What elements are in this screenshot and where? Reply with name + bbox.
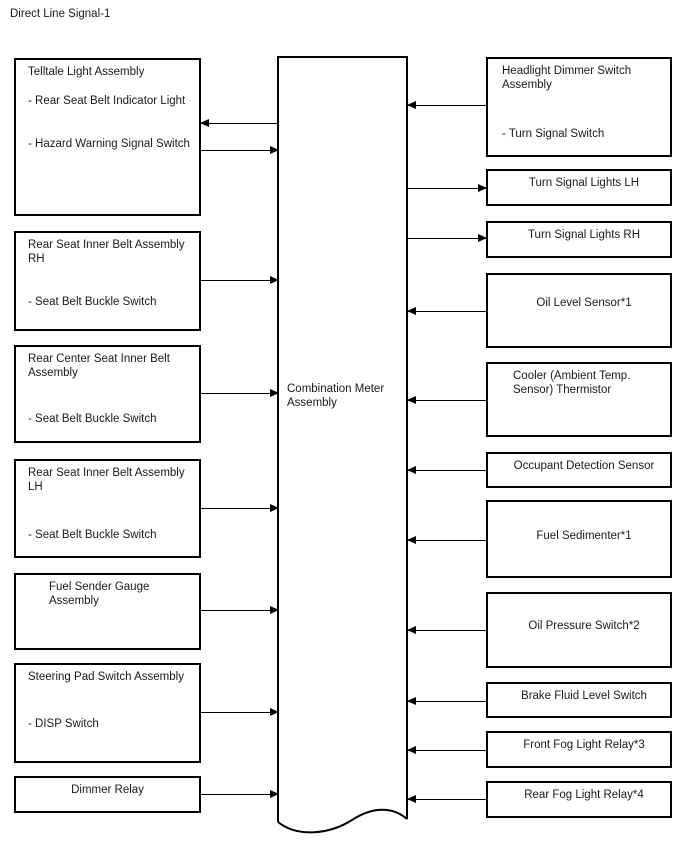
arrow-steering-pad-to-meter [201, 708, 279, 716]
node-title: Steering Pad Switch Assembly [28, 671, 184, 683]
node-title: Rear Fog Light Relay*4 [524, 789, 644, 801]
node-oil-pressure-switch: Oil Pressure Switch*2 [486, 592, 672, 668]
node-title: Fuel Sedimenter*1 [536, 530, 632, 542]
arrow-rear-fog-relay-to-meter [407, 795, 486, 803]
node-headlight-dimmer-switch: Headlight Dimmer Switch Assembly - Turn … [486, 57, 672, 157]
arrow-fuel-sender-to-meter [201, 606, 279, 614]
node-subitem: - Seat Belt Buckle Switch [28, 296, 157, 308]
node-turn-signal-lights-rh: Turn Signal Lights RH [486, 221, 672, 258]
page-title: Direct Line Signal-1 [10, 8, 111, 20]
node-title: Telltale Light Assembly [28, 66, 145, 78]
arrow-meter-to-turn-signal-lh [408, 184, 487, 192]
node-title: Rear Seat Inner Belt Assembly LH [28, 467, 185, 493]
node-subitem: - Hazard Warning Signal Switch [28, 138, 190, 150]
arrow-fuel-sedimenter-to-meter [407, 536, 486, 544]
arrow-cooler-thermistor-to-meter [407, 396, 486, 404]
arrow-headlight-dimmer-to-meter [407, 101, 486, 109]
arrow-rear-seat-belt-rh-to-meter [201, 276, 279, 284]
node-title: Brake Fluid Level Switch [521, 690, 647, 702]
node-occupant-detection-sensor: Occupant Detection Sensor [486, 452, 672, 488]
arrow-meter-to-telltale [200, 119, 278, 127]
node-title: Headlight Dimmer Switch Assembly [502, 65, 632, 91]
node-brake-fluid-level-switch: Brake Fluid Level Switch [486, 682, 672, 718]
node-telltale-light-assembly: Telltale Light Assembly - Rear Seat Belt… [14, 58, 201, 216]
node-title: Turn Signal Lights RH [527, 229, 641, 241]
node-subitem: - Seat Belt Buckle Switch [28, 529, 157, 541]
node-subitem: - DISP Switch [28, 717, 99, 730]
arrow-meter-to-turn-signal-rh [408, 234, 487, 242]
node-title: Oil Level Sensor*1 [536, 297, 632, 309]
node-rear-fog-light-relay: Rear Fog Light Relay*4 [486, 781, 672, 818]
node-rear-seat-inner-belt-rh: Rear Seat Inner Belt Assembly RH - Seat … [14, 231, 201, 331]
node-turn-signal-lights-lh: Turn Signal Lights LH [486, 169, 672, 206]
arrow-front-fog-relay-to-meter [407, 746, 486, 754]
arrow-dimmer-relay-to-meter [201, 790, 279, 798]
arrow-telltale-to-meter [201, 146, 279, 154]
node-title: Fuel Sender Gauge Assembly [49, 581, 150, 607]
node-oil-level-sensor: Oil Level Sensor*1 [486, 273, 672, 348]
arrow-brake-fluid-to-meter [407, 697, 486, 705]
node-title: Cooler (Ambient Temp. Sensor) Thermistor [513, 370, 631, 396]
node-dimmer-relay: Dimmer Relay [14, 776, 201, 813]
node-title: Occupant Detection Sensor [513, 460, 655, 472]
arrow-oil-level-sensor-to-meter [407, 307, 486, 315]
node-rear-seat-inner-belt-lh: Rear Seat Inner Belt Assembly LH - Seat … [14, 459, 201, 558]
node-front-fog-light-relay: Front Fog Light Relay*3 [486, 731, 672, 768]
node-subitem: - Rear Seat Belt Indicator Light [28, 94, 186, 107]
node-title: Rear Seat Inner Belt Assembly RH [28, 239, 185, 265]
combination-meter-label-text: Combination Meter Assembly [287, 383, 385, 409]
node-title: Front Fog Light Relay*3 [523, 739, 645, 751]
combination-meter-assembly-label: Combination Meter Assembly [287, 383, 405, 410]
arrow-rear-center-seat-belt-to-meter [201, 389, 279, 397]
node-subitem: - Turn Signal Switch [502, 128, 605, 140]
node-rear-center-seat-inner-belt: Rear Center Seat Inner Belt Assembly - S… [14, 345, 201, 443]
arrow-occupant-detection-to-meter [407, 466, 486, 474]
node-title: Turn Signal Lights LH [528, 177, 640, 189]
node-subitem: - Seat Belt Buckle Switch [28, 413, 157, 425]
arrow-oil-pressure-to-meter [407, 626, 486, 634]
arrow-rear-seat-belt-lh-to-meter [201, 504, 279, 512]
node-cooler-thermistor: Cooler (Ambient Temp. Sensor) Thermistor [486, 362, 672, 437]
node-title: Oil Pressure Switch*2 [528, 620, 640, 632]
node-title: Rear Center Seat Inner Belt Assembly [28, 353, 170, 379]
node-steering-pad-switch: Steering Pad Switch Assembly - DISP Swit… [14, 663, 201, 763]
node-fuel-sedimenter: Fuel Sedimenter*1 [486, 500, 672, 578]
node-fuel-sender-gauge: Fuel Sender Gauge Assembly [14, 573, 201, 650]
node-title: Dimmer Relay [71, 784, 144, 796]
